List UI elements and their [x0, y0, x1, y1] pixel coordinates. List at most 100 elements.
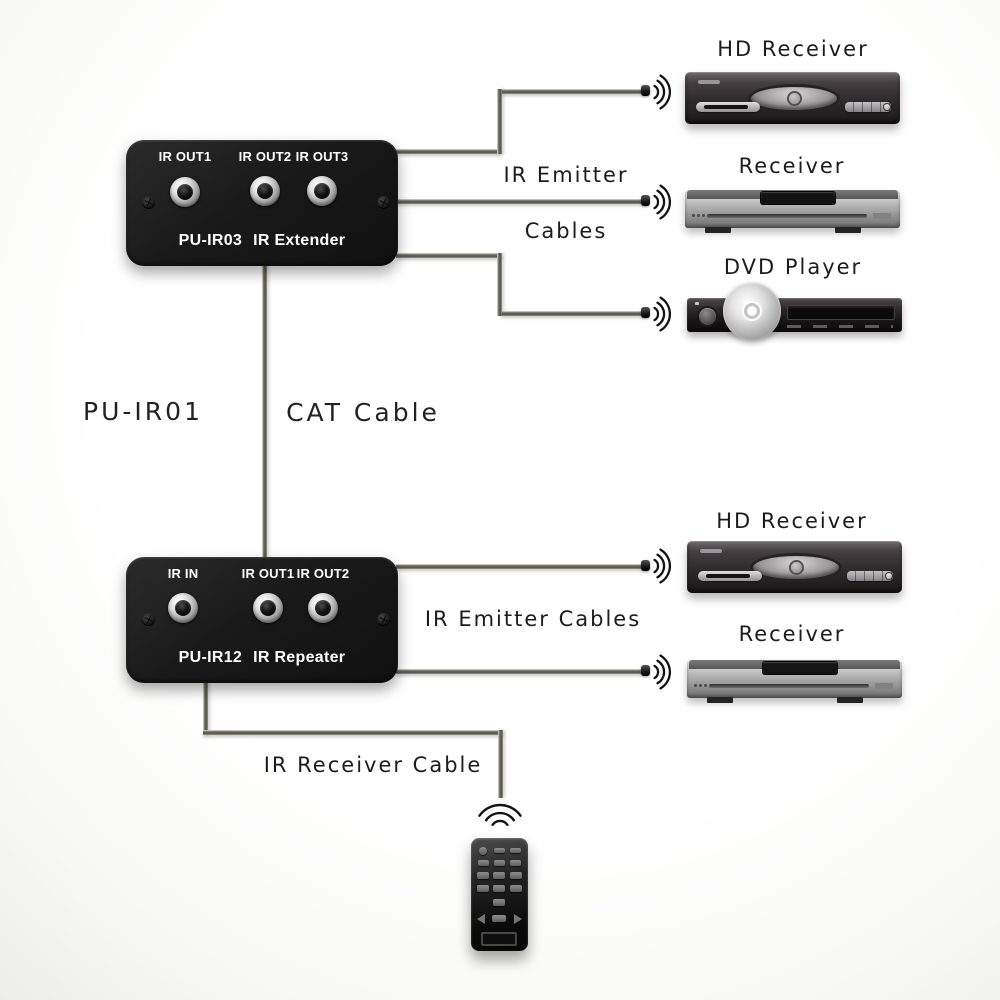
device-display-slot	[704, 105, 748, 109]
device-led	[700, 549, 722, 553]
ir-receiver-cable-label: IR Receiver Cable	[263, 753, 483, 777]
screw-icon	[377, 613, 390, 626]
ir-emitter-plug	[641, 665, 650, 676]
device-button-marks	[787, 325, 893, 328]
remote-bottom-panel	[481, 932, 517, 946]
remote-control	[471, 838, 528, 951]
dvd-disc	[723, 282, 781, 340]
device-button-strip	[845, 102, 891, 112]
remote-power-button	[479, 847, 487, 855]
port-label: IR OUT1	[158, 149, 212, 164]
emitter-cable-segment	[502, 311, 643, 316]
remote-button	[510, 885, 522, 892]
unit-name: IR Extender	[253, 232, 346, 249]
emitter-cable-segment	[396, 564, 643, 569]
device-label-hd-receiver-bottom: HD Receiver	[716, 509, 868, 533]
device-indicator-dots	[694, 684, 697, 687]
receiver-device	[687, 654, 902, 704]
jack-socket-ir-out2	[250, 176, 280, 206]
port-label: IR OUT2	[296, 566, 350, 581]
remote-button	[510, 860, 521, 866]
device-foot	[837, 697, 863, 703]
ir-receiver-cable-segment	[498, 730, 503, 798]
remote-button	[493, 872, 505, 879]
unit-title: PU-IR03 IR Extender	[126, 232, 398, 250]
device-knob	[789, 93, 800, 104]
device-power-dot	[886, 573, 892, 579]
remote-ir-signal-icon	[478, 803, 522, 826]
remote-ok-button	[492, 915, 506, 922]
ir-emitter-label-line2: Cables	[524, 219, 608, 243]
device-foot	[705, 227, 731, 233]
ir-receiver-cable-segment	[203, 681, 208, 735]
ir-emitter-plug	[641, 195, 650, 206]
device-button-strip	[847, 571, 893, 581]
device-display-pill	[698, 571, 762, 581]
jack-socket-ir-out1	[253, 593, 283, 623]
remote-button	[510, 848, 521, 853]
emitter-cable-segment	[396, 199, 643, 204]
ir-emitter-waves-icon	[653, 296, 671, 332]
remote-button	[493, 885, 505, 892]
screw-icon	[142, 613, 155, 626]
device-indicator-dots	[692, 214, 695, 217]
remote-button	[494, 860, 505, 866]
port-label: IR OUT2	[238, 149, 292, 164]
device-led	[695, 302, 699, 305]
emitter-cable-segment	[396, 669, 643, 674]
screw-icon	[377, 196, 390, 209]
ir-emitter-plug	[641, 560, 650, 571]
port-label: IR OUT1	[241, 566, 295, 581]
device-display	[761, 192, 835, 204]
dvd-player-device	[687, 281, 902, 341]
device-oval-panel	[751, 87, 837, 110]
remote-button	[494, 848, 505, 853]
hd-receiver-device	[687, 541, 902, 593]
screw-icon	[142, 196, 155, 209]
device-foot	[835, 227, 861, 233]
dvd-disc-hole	[744, 303, 760, 319]
device-led	[698, 80, 720, 84]
unit-title: PU-IR12 IR Repeater	[126, 649, 398, 667]
jack-socket-ir-in	[168, 593, 198, 623]
port-label: IR OUT3	[295, 149, 349, 164]
remote-right-arrow-button	[514, 914, 522, 924]
unit-name: IR Repeater	[253, 649, 346, 666]
device-display-pill	[696, 102, 760, 112]
device-label-receiver-bottom: Receiver	[738, 622, 846, 646]
device-eject-button	[873, 213, 891, 219]
device-label-hd-receiver-top: HD Receiver	[717, 37, 869, 61]
ir-emitter-waves-icon	[653, 184, 671, 220]
unit-model: PU-IR12	[178, 649, 243, 666]
device-display	[763, 662, 837, 674]
ir-emitter-label-line1: IR Emitter	[503, 163, 629, 187]
ir-extender-unit: IR OUT1 IR OUT2 IR OUT3 PU-IR03 IR Exten…	[126, 140, 398, 266]
remote-button	[478, 860, 489, 866]
remote-left-arrow-button	[477, 914, 485, 924]
cat-cable-product-label: PU-IR01	[83, 397, 203, 426]
device-oval-panel	[753, 556, 839, 579]
ir-emitter-plug	[641, 85, 650, 96]
device-label-dvd-player: DVD Player	[723, 255, 863, 279]
ir-emitter-cables-label: IR Emitter Cables	[424, 607, 642, 631]
ir-repeater-unit: IR IN IR OUT1 IR OUT2 PU-IR12 IR Repeate…	[126, 557, 398, 683]
device-label-receiver-top: Receiver	[738, 154, 846, 178]
receiver-device	[685, 184, 900, 234]
hd-receiver-device	[685, 72, 900, 124]
device-knob	[699, 308, 716, 325]
device-disc-slot	[709, 684, 869, 688]
unit-model: PU-IR03	[178, 232, 243, 249]
ir-emitter-waves-icon	[653, 548, 671, 584]
remote-button	[477, 885, 489, 892]
port-label: IR IN	[167, 566, 199, 581]
device-power-dot	[884, 104, 890, 110]
emitter-cable-segment	[502, 89, 643, 94]
jack-socket-ir-out2	[308, 593, 338, 623]
remote-button	[477, 872, 489, 879]
emitter-cable-segment	[497, 253, 502, 316]
jack-socket-ir-out1	[170, 177, 200, 207]
cat-cable-label: CAT Cable	[286, 398, 440, 427]
device-knob	[791, 562, 802, 573]
cat-cable-segment	[262, 264, 267, 559]
